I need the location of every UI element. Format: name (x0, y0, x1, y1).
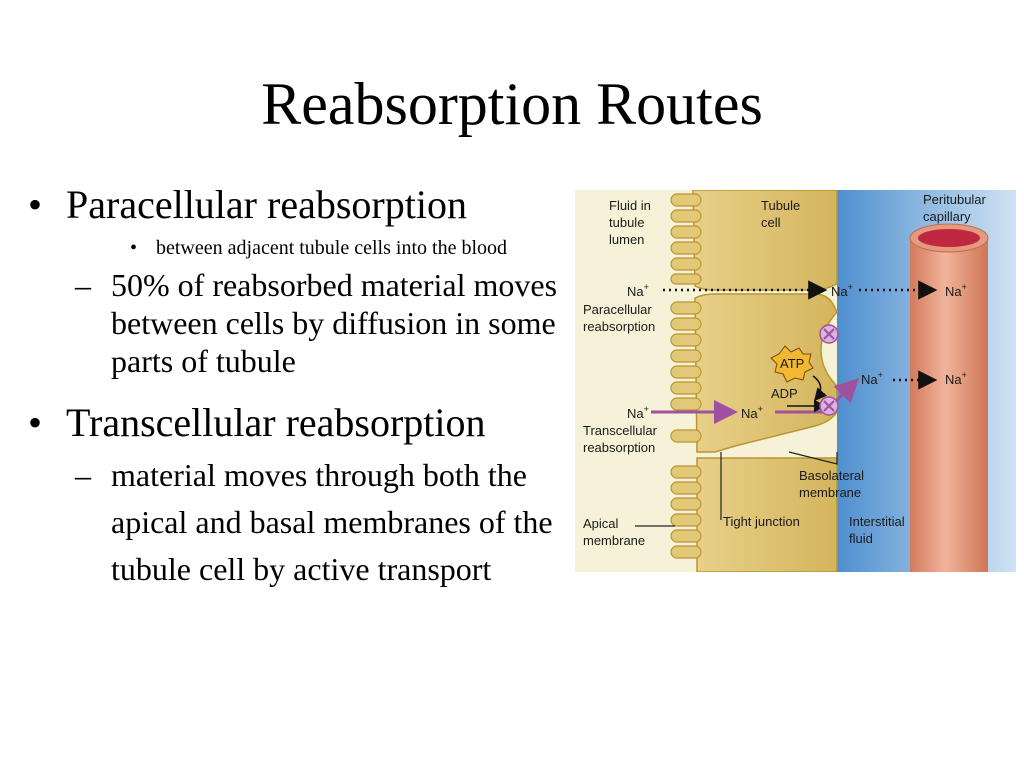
label-tubule-cell: Tubule (761, 198, 800, 213)
label-na: Na+ (741, 404, 763, 421)
detail-transcellular-text: material moves through both the apical a… (111, 457, 553, 587)
capillary-lumen (918, 229, 980, 247)
bullet-marker: • (28, 182, 43, 227)
label-na: Na+ (945, 370, 967, 387)
label-tubule-cell: cell (761, 215, 781, 230)
atp-to-adp-arrow (812, 375, 828, 402)
detail-paracellular-text: 50% of reabsorbed material moves between… (111, 267, 558, 379)
label-capillary: Peritubular (923, 192, 987, 207)
label-fluid: lumen (609, 232, 644, 247)
label-na: Na+ (627, 282, 649, 299)
bullet-list: • Paracellular reabsorption • between ad… (28, 182, 573, 593)
subnote-paracellular-text: between adjacent tubule cells into the b… (156, 237, 507, 259)
bullet-marker: • (130, 237, 138, 259)
bullet-paracellular-text: Paracellular reabsorption (66, 182, 467, 227)
label-tight-junction: Tight junction (723, 514, 800, 529)
bullet-transcellular: • Transcellular reabsorption (28, 400, 573, 446)
pump-icon (819, 396, 839, 416)
detail-transcellular: – material moves through both the apical… (75, 452, 573, 593)
microvilli (670, 193, 702, 559)
detail-paracellular: – 50% of reabsorbed material moves betwe… (75, 266, 573, 380)
bullet-transcellular-text: Transcellular reabsorption (66, 400, 486, 445)
dash-marker: – (75, 457, 91, 493)
label-interstitial: fluid (849, 531, 873, 546)
label-adp: ADP (771, 386, 798, 401)
label-paracellular: reabsorption (583, 319, 655, 334)
label-na: Na+ (945, 282, 967, 299)
label-na: Na+ (831, 282, 853, 299)
label-paracellular: Paracellular (583, 302, 652, 317)
label-fluid: tubule (609, 215, 644, 230)
bullet-paracellular: • Paracellular reabsorption (28, 182, 573, 228)
label-apical: membrane (583, 533, 645, 548)
label-basolateral: Basolateral (799, 468, 864, 483)
label-transcellular: Transcellular (583, 423, 658, 438)
label-basolateral: membrane (799, 485, 861, 500)
atp-burst-icon (770, 345, 814, 383)
pump-icon (819, 324, 839, 344)
label-na: Na+ (627, 404, 649, 421)
label-capillary: capillary (923, 209, 971, 224)
label-fluid: Fluid in (609, 198, 651, 213)
dash-marker: – (75, 267, 91, 303)
label-atp: ATP (780, 356, 804, 371)
label-na: Na+ (861, 370, 883, 387)
bullet-marker: • (28, 400, 43, 445)
label-transcellular: reabsorption (583, 440, 655, 455)
slide-title: Reabsorption Routes (261, 71, 763, 137)
reabsorption-diagram: Fluid in tubule lumen Tubule cell Peritu… (575, 190, 1016, 572)
label-interstitial: Interstitial (849, 514, 905, 529)
basolateral-bracket (788, 451, 838, 465)
label-apical: Apical (583, 516, 619, 531)
subnote-paracellular: • between adjacent tubule cells into the… (130, 236, 573, 260)
diagram-svg: Fluid in tubule lumen Tubule cell Peritu… (575, 190, 1016, 572)
